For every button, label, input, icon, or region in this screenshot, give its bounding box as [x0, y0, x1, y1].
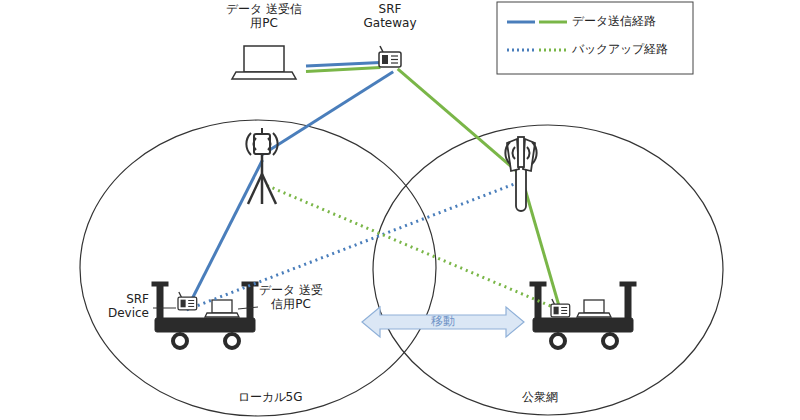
- local5g-area: [80, 120, 436, 416]
- srf-device: SRF Device: [103, 290, 198, 326]
- data-route: [187, 160, 263, 310]
- public-base-station: [497, 135, 545, 215]
- srf-device-icon: [550, 298, 572, 318]
- cart: [530, 282, 636, 348]
- move-arrow: [362, 307, 524, 337]
- move-label: 移動: [413, 314, 473, 328]
- pc-label: データ 送受信用PC: [256, 283, 326, 312]
- public-network-area: [373, 125, 723, 415]
- local5g-base-station: [240, 128, 285, 208]
- srf-gateway: SRF Gateway: [358, 2, 422, 74]
- legend-text: バックアップ経路: [572, 42, 668, 56]
- data-route: [306, 62, 380, 66]
- data-route: [398, 69, 521, 175]
- data-route: [263, 72, 394, 155]
- node-label: SRF Device: [103, 292, 149, 321]
- public-base-station-icon: [497, 135, 545, 215]
- legend-text: データ送信経路: [572, 14, 656, 28]
- leader-line: [238, 307, 258, 309]
- backup-route: [187, 181, 521, 309]
- node-label: データ 送受信用PC: [222, 2, 306, 31]
- cart-laptop: [577, 300, 611, 317]
- node-label: SRF Gateway: [358, 2, 422, 31]
- legend-box: [497, 2, 693, 74]
- cart-laptop: [205, 300, 239, 317]
- srf-device-icon: [151, 290, 198, 326]
- legend-line: [507, 21, 535, 24]
- data-route: [306, 68, 380, 72]
- legend-line: [507, 49, 535, 52]
- area-label: 公衆網: [495, 390, 585, 404]
- srf-device: [550, 298, 572, 318]
- laptop-pc: データ 送受信用PC: [222, 2, 306, 82]
- local5g-base-station-icon: [240, 128, 285, 208]
- legend-line: [539, 49, 567, 52]
- area-label: ローカル5G: [215, 390, 325, 404]
- cart: [152, 282, 258, 348]
- legend-line: [539, 21, 567, 24]
